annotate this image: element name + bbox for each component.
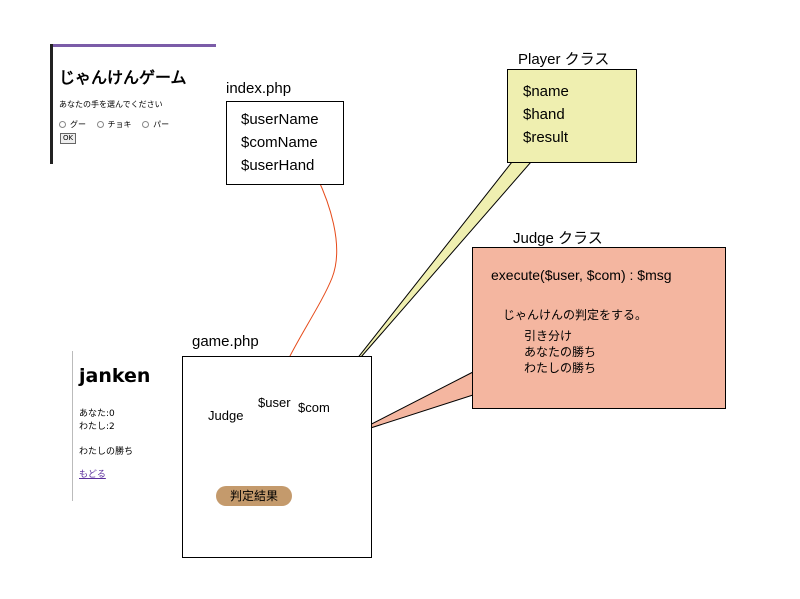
- form-prompt: あなたの手を選んでください: [59, 100, 163, 109]
- player-props: $name $hand $result: [523, 80, 569, 149]
- user-pill-label: $user: [258, 395, 291, 410]
- choice-scissors[interactable]: チョキ: [96, 120, 132, 129]
- choice-rock[interactable]: グー: [59, 120, 86, 129]
- var-username: $userName: [241, 111, 319, 128]
- game-php-label: game.php: [192, 333, 259, 350]
- form-top-bar: [53, 44, 216, 47]
- form-screenshot: じゃんけんゲーム あなたの手を選んでください グー チョキ パー OK: [50, 44, 216, 164]
- judge-method-signature: execute($user, $com) : $msg: [491, 267, 672, 283]
- index-php-box: $userName $comName $userHand: [226, 101, 344, 185]
- ok-button[interactable]: OK: [60, 133, 77, 144]
- hand-choices: グー チョキ パー: [59, 119, 177, 130]
- prop-name: $name: [523, 83, 569, 100]
- judgment-result-pill: 判定結果: [216, 486, 292, 506]
- player-class-box: $name $hand $result: [507, 69, 637, 163]
- game-php-box: [182, 356, 372, 558]
- result-user-wins: あなたの勝ち: [524, 345, 597, 359]
- com-score: わたし:2: [79, 422, 115, 432]
- judge-pill-label: Judge: [208, 408, 244, 423]
- result-title: janken: [79, 365, 151, 387]
- choice-paper[interactable]: パー: [142, 120, 169, 129]
- judge-class-label: Judge クラス: [513, 230, 603, 247]
- form-title: じゃんけんゲーム: [59, 68, 187, 87]
- var-userhand: $userHand: [241, 157, 315, 174]
- radio-icon: [142, 121, 150, 128]
- user-score: あなた:0: [79, 409, 115, 419]
- index-php-label: index.php: [226, 80, 292, 97]
- result-screenshot: janken あなた:0 わたし:2 わたしの勝ち もどる: [72, 351, 173, 501]
- result-message: わたしの勝ち: [79, 447, 134, 457]
- result-draw: 引き分け: [524, 329, 573, 343]
- result-com-wins: わたしの勝ち: [524, 361, 597, 375]
- com-pill-label: $com: [298, 400, 330, 415]
- judge-results-list: 引き分け あなたの勝ち わたしの勝ち: [524, 328, 596, 376]
- prop-result: $result: [523, 129, 569, 146]
- judge-class-box: execute($user, $com) : $msg じゃんけんの判定をする。…: [472, 247, 726, 409]
- player-class-label: Player クラス: [518, 51, 610, 68]
- flow-arrow-index-to-game: [284, 176, 338, 367]
- index-php-vars: $userName $comName $userHand: [241, 108, 319, 177]
- radio-icon: [59, 121, 66, 128]
- prop-hand: $hand: [523, 106, 565, 123]
- judge-description: じゃんけんの判定をする。: [503, 308, 648, 322]
- var-comname: $comName: [241, 134, 318, 151]
- radio-icon: [96, 121, 104, 128]
- back-link[interactable]: もどる: [79, 470, 106, 480]
